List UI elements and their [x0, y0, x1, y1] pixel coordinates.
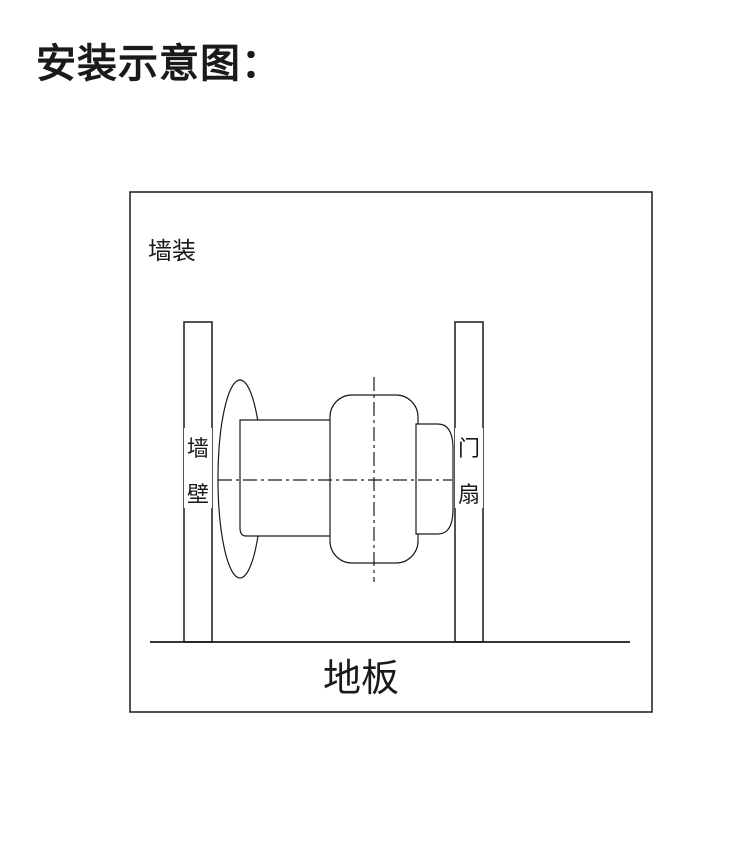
diagram-frame [129, 191, 653, 713]
wall-label-char-1: 墙 [187, 437, 209, 462]
stopper-body [239, 419, 333, 537]
stopper-tip [415, 423, 454, 535]
mount-type-label: 墙装 [148, 237, 196, 265]
wall-label-char-2: 壁 [187, 483, 209, 508]
door-label-char-1: 门 [458, 437, 480, 462]
floor-label: 地板 [323, 656, 399, 700]
wall-label-bg [184, 428, 212, 508]
door-label-char-2: 扇 [458, 483, 480, 508]
page-title: 安装示意图： [36, 41, 282, 87]
door-label-bg [455, 428, 483, 508]
